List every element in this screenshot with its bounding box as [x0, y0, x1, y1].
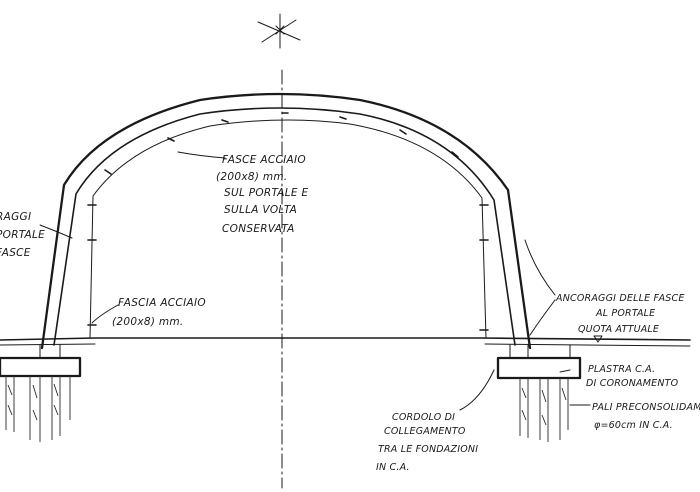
- note-left-cut: RAGGI PORTALE FASCE: [0, 211, 45, 259]
- svg-text:(200x8) mm.: (200x8) mm.: [112, 316, 184, 328]
- note-ancoraggi: ANCORAGGI DELLE FASCE AL PORTALE: [555, 293, 685, 319]
- note-cordolo: CORDOLO DI COLLEGAMENTO TRA LE FONDAZION…: [376, 412, 478, 473]
- svg-text:FASCIA ACCIAIO: FASCIA ACCIAIO: [118, 297, 206, 309]
- ground-line: [0, 337, 691, 341]
- outer-arch: [40, 92, 532, 350]
- left-piles: [5, 376, 71, 442]
- note-fasce-acciaio: FASCE ACCIAIO (200x8) mm. SUL PORTALE E …: [216, 154, 308, 235]
- intrados: [89, 119, 487, 339]
- svg-text:SULLA VOLTA: SULLA VOLTA: [224, 204, 297, 216]
- svg-text:CONSERVATA: CONSERVATA: [222, 223, 295, 235]
- svg-text:TRA LE FONDAZIONI: TRA LE FONDAZIONI: [378, 444, 478, 455]
- svg-text:DI CORONAMENTO: DI CORONAMENTO: [586, 378, 679, 389]
- right-piles: [519, 378, 569, 442]
- note-plastra: PLASTRA C.A. DI CORONAMENTO: [586, 364, 679, 389]
- right-cap: [496, 356, 582, 380]
- svg-text:CORDOLO DI: CORDOLO DI: [392, 412, 455, 423]
- note-pali: PALI PRECONSOLIDAMENTO φ=60cm IN C.A.: [592, 402, 700, 431]
- svg-text:PORTALE: PORTALE: [0, 229, 45, 241]
- svg-text:PALI PRECONSOLIDAMENTO: PALI PRECONSOLIDAMENTO: [592, 402, 700, 413]
- svg-text:IN C.A.: IN C.A.: [376, 462, 410, 473]
- svg-text:φ=60cm IN C.A.: φ=60cm IN C.A.: [594, 420, 673, 431]
- note-quota: QUOTA ATTUALE: [578, 324, 659, 343]
- left-cap: [0, 356, 82, 378]
- north-symbol: [257, 13, 301, 49]
- svg-text:AL PORTALE: AL PORTALE: [595, 308, 655, 319]
- svg-text:(200x8) mm.: (200x8) mm.: [216, 171, 288, 183]
- svg-text:ANCORAGGI DELLE FASCE: ANCORAGGI DELLE FASCE: [555, 293, 685, 304]
- svg-text:SUL PORTALE E: SUL PORTALE E: [224, 187, 308, 199]
- inner-arch: [53, 107, 516, 346]
- svg-text:FASCE: FASCE: [0, 247, 31, 259]
- note-fascia-portale: FASCIA ACCIAIO (200x8) mm.: [112, 297, 206, 328]
- svg-text:QUOTA ATTUALE: QUOTA ATTUALE: [578, 324, 659, 335]
- svg-text:RAGGI: RAGGI: [0, 211, 31, 223]
- svg-text:FASCE ACCIAIO: FASCE ACCIAIO: [222, 154, 306, 166]
- leader-lines: [39, 151, 591, 411]
- svg-text:COLLEGAMENTO: COLLEGAMENTO: [384, 426, 466, 437]
- svg-text:PLASTRA C.A.: PLASTRA C.A.: [588, 364, 655, 375]
- steel-band-anchors: [87, 112, 489, 331]
